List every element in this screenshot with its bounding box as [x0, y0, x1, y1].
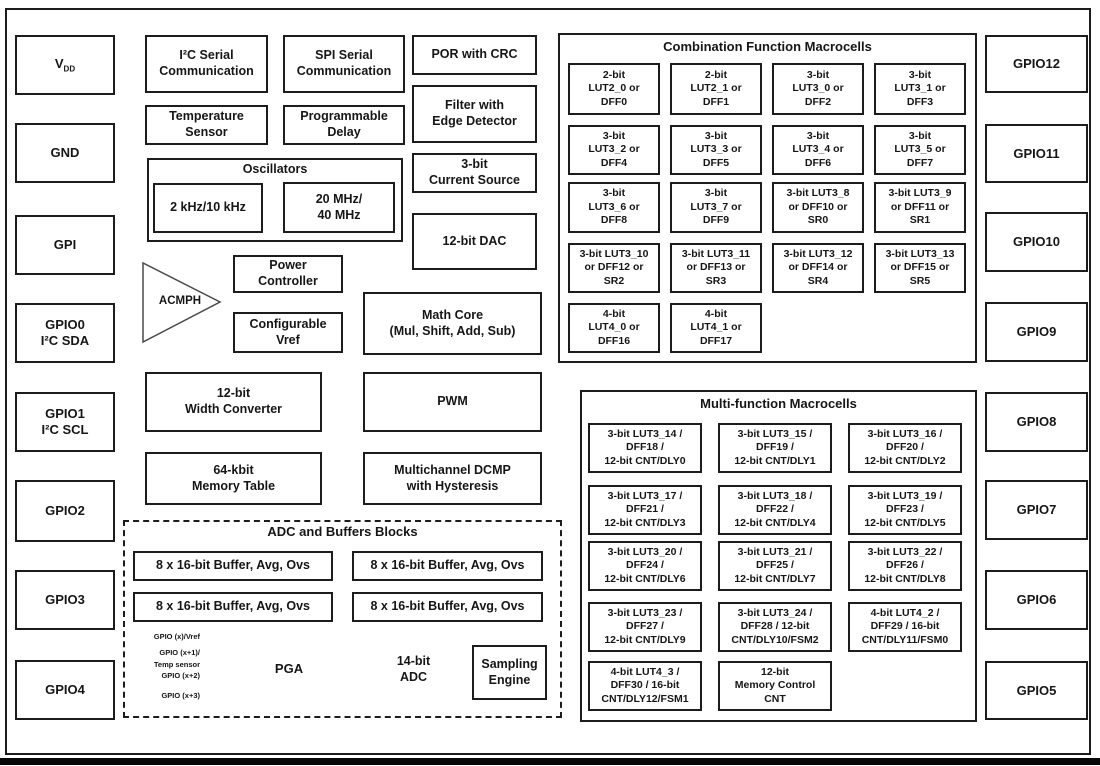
adc-input-label: GPIO (x+3) [161, 691, 200, 700]
macrocell-lut3-23: 3-bit LUT3_23 / DFF27 / 12-bit CNT/DLY9 [588, 602, 702, 652]
macrocell-lut3-17: 3-bit LUT3_17 / DFF21 / 12-bit CNT/DLY3 [588, 485, 702, 535]
macrocell-lut2-1: 2-bit LUT2_1 or DFF1 [670, 63, 762, 115]
pin-gpio9: GPIO9 [985, 302, 1088, 362]
macrocell-lut4-0: 4-bit LUT4_0 or DFF16 [568, 303, 660, 353]
pin-gpio3: GPIO3 [15, 570, 115, 630]
macrocell-lut3-5: 3-bit LUT3_5 or DFF7 [874, 125, 966, 175]
pin-gpio1: GPIO1 I²C SCL [15, 392, 115, 452]
pin-gpio12: GPIO12 [985, 35, 1088, 93]
macrocell-lut4-2: 4-bit LUT4_2 / DFF29 / 16-bit CNT/DLY11/… [848, 602, 962, 652]
block-filter-edge-detector: Filter with Edge Detector [412, 85, 537, 143]
block-temperature-sensor: Temperature Sensor [145, 105, 268, 145]
macrocell-lut3-11: 3-bit LUT3_11 or DFF13 or SR3 [670, 243, 762, 293]
macrocell-lut3-6: 3-bit LUT3_6 or DFF8 [568, 182, 660, 233]
adc-label: 14-bit ADC [396, 654, 431, 685]
macrocell-lut3-16: 3-bit LUT3_16 / DFF20 / 12-bit CNT/DLY2 [848, 423, 962, 473]
pin-gpio6: GPIO6 [985, 570, 1088, 630]
pin-gpio7: GPIO7 [985, 480, 1088, 540]
block-current-source: 3-bit Current Source [412, 153, 537, 193]
macrocell-lut3-4: 3-bit LUT3_4 or DFF6 [772, 125, 864, 175]
block-programmable-delay: Programmable Delay [283, 105, 405, 145]
macrocell-lut3-24: 3-bit LUT3_24 / DFF28 / 12-bit CNT/DLY10… [718, 602, 832, 652]
adc-input-label: Temp sensor [153, 660, 200, 669]
pin-gpio10: GPIO10 [985, 212, 1088, 272]
oscillator-low-freq: 2 kHz/10 kHz [153, 183, 263, 233]
macrocell-lut3-15: 3-bit LUT3_15 / DFF19 / 12-bit CNT/DLY1 [718, 423, 832, 473]
pin-gnd: GND [15, 123, 115, 183]
macrocell-lut3-8: 3-bit LUT3_8 or DFF10 or SR0 [772, 182, 864, 233]
block-sampling-engine: Sampling Engine [472, 645, 547, 700]
macrocell-lut3-2: 3-bit LUT3_2 or DFF4 [568, 125, 660, 175]
pin-gpio2: GPIO2 [15, 480, 115, 542]
oscillator-high-freq: 20 MHz/ 40 MHz [283, 182, 395, 233]
adc-input-label: GPIO (x+1)/ [159, 648, 200, 657]
macrocell-lut4-1: 4-bit LUT4_1 or DFF17 [670, 303, 762, 353]
macrocell-lut3-22: 3-bit LUT3_22 / DFF26 / 12-bit CNT/DLY8 [848, 541, 962, 591]
macrocell-lut3-18: 3-bit LUT3_18 / DFF22 / 12-bit CNT/DLY4 [718, 485, 832, 535]
macrocell-memory-control-cnt: 12-bit Memory Control CNT [718, 661, 832, 711]
block-12bit-dac: 12-bit DAC [412, 213, 537, 270]
buffer-block: 8 x 16-bit Buffer, Avg, Ovs [133, 592, 333, 622]
adc-input-label: GPIO (x)/Vref [153, 632, 200, 641]
block-por-crc: POR with CRC [412, 35, 537, 75]
pin-vdd-label: VDD [54, 55, 76, 74]
pin-gpi: GPI [15, 215, 115, 275]
macrocell-lut3-21: 3-bit LUT3_21 / DFF25 / 12-bit CNT/DLY7 [718, 541, 832, 591]
macrocell-lut3-14: 3-bit LUT3_14 / DFF18 / 12-bit CNT/DLY0 [588, 423, 702, 473]
macrocell-lut3-1: 3-bit LUT3_1 or DFF3 [874, 63, 966, 115]
macrocell-lut3-19: 3-bit LUT3_19 / DFF23 / 12-bit CNT/DLY5 [848, 485, 962, 535]
pin-gpio4: GPIO4 [15, 660, 115, 720]
block-configurable-vref: Configurable Vref [233, 312, 343, 353]
oscillators-title: Oscillators [242, 162, 308, 176]
macrocell-lut3-12: 3-bit LUT3_12 or DFF14 or SR4 [772, 243, 864, 293]
pin-gpio5: GPIO5 [985, 661, 1088, 720]
block-multichannel-dcmp: Multichannel DCMP with Hysteresis [363, 452, 542, 505]
macrocell-lut3-7: 3-bit LUT3_7 or DFF9 [670, 182, 762, 233]
adc-input-label: GPIO (x+2) [161, 671, 200, 680]
macrocell-lut3-9: 3-bit LUT3_9 or DFF11 or SR1 [874, 182, 966, 233]
block-width-converter: 12-bit Width Converter [145, 372, 322, 432]
acmph-label: ACMPH [158, 295, 202, 307]
pin-gpio11: GPIO11 [985, 124, 1088, 183]
block-spi-serial: SPI Serial Communication [283, 35, 405, 93]
macrocell-lut3-13: 3-bit LUT3_13 or DFF15 or SR5 [874, 243, 966, 293]
macrocell-lut3-3: 3-bit LUT3_3 or DFF5 [670, 125, 762, 175]
macrocell-lut3-10: 3-bit LUT3_10 or DFF12 or SR2 [568, 243, 660, 293]
block-math-core: Math Core (Mul, Shift, Add, Sub) [363, 292, 542, 355]
macrocell-lut3-20: 3-bit LUT3_20 / DFF24 / 12-bit CNT/DLY6 [588, 541, 702, 591]
adc-buffers-title: ADC and Buffers Blocks [267, 524, 418, 539]
block-power-controller: Power Controller [233, 255, 343, 293]
buffer-block: 8 x 16-bit Buffer, Avg, Ovs [133, 551, 333, 581]
outer-frame [5, 8, 1091, 755]
macrocell-lut4-3: 4-bit LUT4_3 / DFF30 / 16-bit CNT/DLY12/… [588, 661, 702, 711]
buffer-block: 8 x 16-bit Buffer, Avg, Ovs [352, 592, 543, 622]
block-i2c-serial: I²C Serial Communication [145, 35, 268, 93]
bottom-bar [0, 758, 1100, 765]
buffer-block: 8 x 16-bit Buffer, Avg, Ovs [352, 551, 543, 581]
block-pwm: PWM [363, 372, 542, 432]
pin-gpio8: GPIO8 [985, 392, 1088, 452]
macrocell-lut2-0: 2-bit LUT2_0 or DFF0 [568, 63, 660, 115]
pin-gpio0: GPIO0 I²C SDA [15, 303, 115, 363]
pin-vdd: VDD [15, 35, 115, 95]
multifunction-macrocells-title: Multi-function Macrocells [700, 396, 857, 411]
pga-label: PGA [274, 661, 304, 676]
macrocell-lut3-0: 3-bit LUT3_0 or DFF2 [772, 63, 864, 115]
combination-macrocells-title: Combination Function Macrocells [663, 39, 872, 54]
block-memory-table: 64-kbit Memory Table [145, 452, 322, 505]
